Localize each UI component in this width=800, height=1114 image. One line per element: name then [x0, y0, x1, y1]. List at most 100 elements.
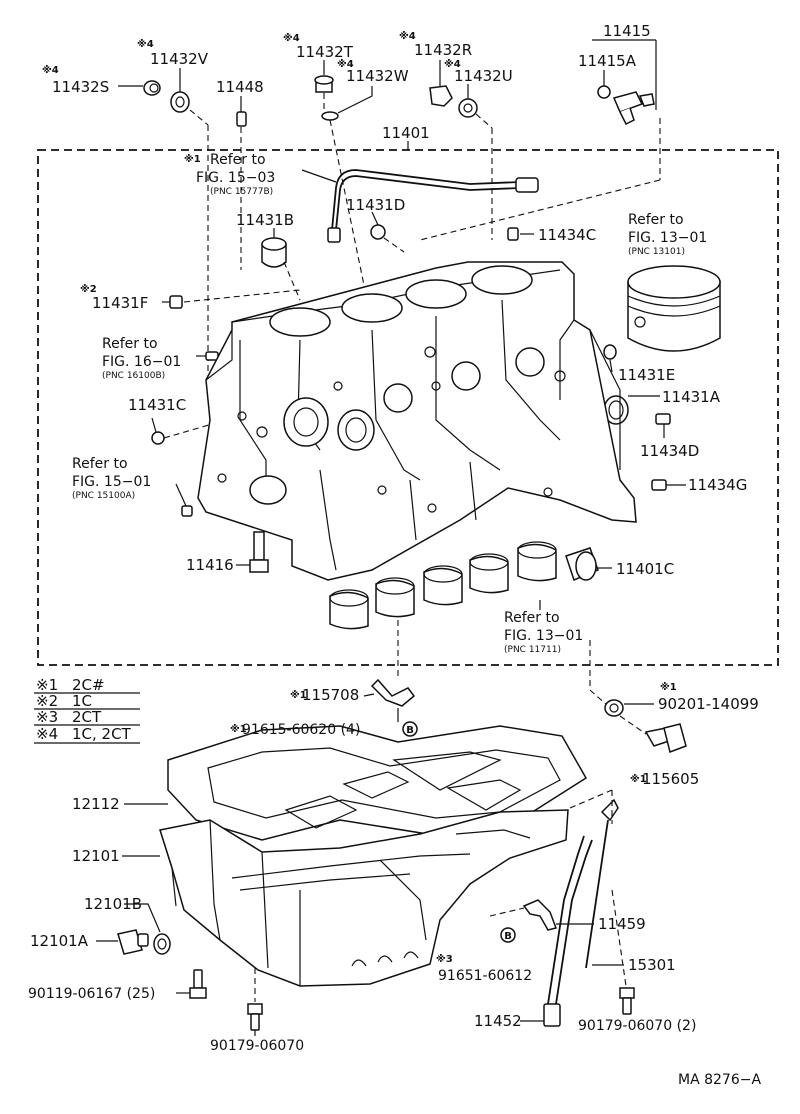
plug-11432t	[314, 75, 334, 93]
mark-11431f: ※2	[80, 283, 97, 295]
legend: ※1 2C# ※2 1C ※3 2CT ※4 1C, 2CT	[34, 676, 140, 744]
bolt-b-marker: B	[402, 721, 418, 737]
plug-12101a	[117, 929, 149, 955]
legend-text-2: 1C	[72, 692, 92, 710]
mark-11432u: ※4	[444, 58, 461, 70]
mark-ref-1: ※1	[184, 153, 201, 165]
plug-11432s	[143, 80, 161, 96]
oil-pan-12101	[159, 809, 569, 987]
legend-text-4: 1C, 2CT	[72, 725, 132, 743]
label-115605: 115605	[642, 770, 699, 788]
gasket-11432v	[170, 91, 190, 113]
ref-2-line1: Refer to	[628, 212, 684, 228]
legend-text-3: 2CT	[72, 708, 102, 726]
plug-11431e	[603, 344, 617, 360]
label-11431c: 11431C	[128, 396, 186, 414]
label-11452: 11452	[474, 1012, 522, 1030]
label-11431f: 11431F	[92, 294, 148, 312]
nut-90179-2	[619, 987, 635, 1015]
label-11415: 11415	[603, 22, 651, 40]
mark-90201: ※1	[660, 681, 677, 693]
ref-2-line2: FIG. 13−01	[628, 230, 707, 246]
pin-11448	[236, 111, 247, 127]
gasket-11432w	[321, 111, 339, 121]
label-11459: 11459	[598, 915, 646, 933]
plug-11431c	[151, 431, 165, 445]
plug-11431d	[370, 224, 386, 240]
mark-91615: ※1	[230, 723, 247, 735]
plug-11432r	[429, 85, 453, 107]
bolt-b-marker-2: B	[500, 927, 516, 943]
mark-11432t: ※4	[283, 32, 300, 44]
label-90119: 90119-06167 (25)	[28, 986, 155, 1002]
legend-mark-3: ※3	[36, 708, 58, 726]
pin-11434d	[655, 413, 671, 425]
label-12112: 12112	[72, 795, 120, 813]
bolt-11416	[249, 531, 269, 573]
label-11432s: 11432S	[52, 78, 109, 96]
bracket-11459	[522, 899, 557, 931]
block-group-frame	[37, 149, 779, 666]
cylinder-block-11401	[197, 261, 637, 581]
label-91615: 91615-60620 (4)	[242, 722, 360, 738]
legend-text-1: 2C#	[72, 676, 105, 694]
label-11431e: 11431E	[618, 366, 675, 384]
sensor-11415	[612, 91, 655, 126]
label-90201: 90201-14099	[658, 695, 759, 713]
dipstick-15301	[585, 798, 619, 969]
ref-2-pnc: (PNC 13101)	[628, 247, 685, 257]
pin-11434g	[651, 479, 667, 491]
mark-115605: ※1	[630, 773, 647, 785]
label-11432u: 11432U	[454, 67, 513, 85]
stud-90179	[247, 1003, 263, 1031]
plug-11431f	[169, 295, 183, 309]
gasket-90201	[604, 699, 624, 717]
ref-3-pnc: (PNC 16100B)	[102, 371, 165, 381]
ref-5-line1: Refer to	[504, 610, 560, 626]
label-90179a: 90179-06070	[210, 1038, 304, 1054]
dipstick-guide-11452	[543, 835, 593, 1027]
seal-11431a	[603, 395, 629, 425]
mark-11432v: ※4	[137, 38, 154, 50]
mark-91651: ※3	[436, 953, 453, 965]
label-11401: 11401	[382, 124, 430, 142]
oil-strainer-bracket-115708	[370, 678, 416, 707]
ref-4-pnc: (PNC 15100A)	[72, 491, 135, 501]
label-12101: 12101	[72, 847, 120, 865]
label-15301: 15301	[628, 956, 676, 974]
gasket-11432u	[458, 98, 478, 118]
label-11431b: 11431B	[236, 211, 294, 229]
ref-4-line2: FIG. 15−01	[72, 474, 151, 490]
label-11448: 11448	[216, 78, 264, 96]
label-11432v: 11432V	[150, 50, 209, 68]
ref-5-line2: FIG. 13−01	[504, 628, 583, 644]
sensor-11415a	[597, 85, 611, 99]
bolt-90119	[189, 969, 207, 999]
thrust-bearing-11401c	[565, 547, 599, 582]
label-115708: 115708	[302, 686, 359, 704]
label-11434d: 11434D	[640, 442, 699, 460]
catalog-code: MA 8276−A	[678, 1072, 761, 1088]
ref-1-line2: FIG. 15−03	[196, 170, 275, 186]
label-91651: 91651-60612	[438, 968, 532, 984]
label-11432w: 11432W	[346, 67, 409, 85]
label-11434c: 11434C	[538, 226, 596, 244]
legend-mark-1: ※1	[36, 676, 58, 694]
ref-1-pnc: (PNC 15777B)	[210, 187, 273, 197]
bolt-b-label: B	[406, 725, 414, 736]
oil-pipe-reference	[327, 169, 539, 243]
mark-115708: ※1	[290, 689, 307, 701]
label-11431a: 11431A	[662, 388, 721, 406]
bolt-b-label-2: B	[504, 931, 512, 942]
mark-11432r: ※4	[399, 30, 416, 42]
label-12101a: 12101A	[30, 932, 89, 950]
label-11415a: 11415A	[578, 52, 637, 70]
label-12101b: 12101B	[84, 895, 142, 913]
gasket-12101b	[153, 933, 171, 955]
label-11401c: 11401C	[616, 560, 674, 578]
label-11416: 11416	[186, 556, 234, 574]
legend-mark-2: ※2	[36, 692, 58, 710]
ref-5-pnc: (PNC 11711)	[504, 645, 561, 655]
ref-4-line1: Refer to	[72, 456, 128, 472]
